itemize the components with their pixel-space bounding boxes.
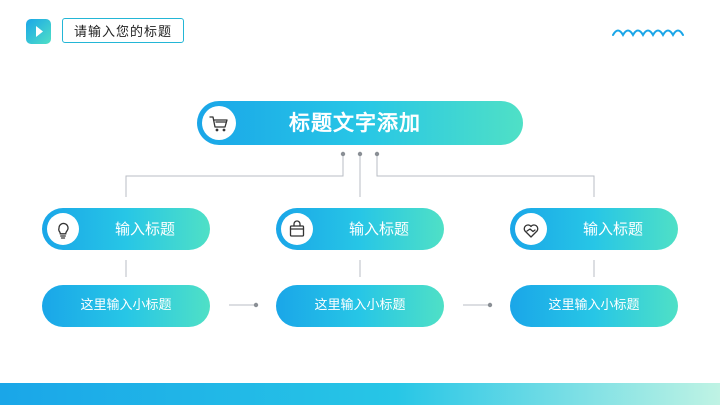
- shopping-bag-icon: [289, 220, 305, 237]
- logo-badge: [26, 19, 51, 44]
- shopping-cart-icon: [209, 116, 228, 132]
- main-title-text: 标题文字添加: [289, 111, 421, 135]
- main-title-pill: 标题文字添加: [197, 101, 523, 145]
- category-label: 输入标题: [114, 220, 175, 238]
- main-title-icon-circle: [202, 106, 236, 140]
- category-pill-3: 输入标题: [510, 208, 678, 250]
- category-label: 输入标题: [348, 220, 409, 238]
- lightbulb-icon: [58, 222, 69, 239]
- subtitle-pill-1: 这里输入小标题: [42, 285, 210, 327]
- category-pill-2: 输入标题: [276, 208, 444, 250]
- play-icon: [36, 26, 43, 37]
- category-icon-circle: [281, 213, 313, 245]
- category-icon-circle: [515, 213, 547, 245]
- category-icon-circle: [47, 213, 79, 245]
- subtitle-pill-3: 这里输入小标题: [510, 285, 678, 327]
- category-pill-1: 输入标题: [42, 208, 210, 250]
- page-title: 请输入您的标题: [62, 18, 184, 43]
- category-label: 输入标题: [582, 220, 643, 238]
- footer-bar: [0, 383, 720, 405]
- wave-decoration: [612, 29, 684, 38]
- subtitle-pill-2: 这里输入小标题: [276, 285, 444, 327]
- handshake-heart-icon: [523, 224, 539, 238]
